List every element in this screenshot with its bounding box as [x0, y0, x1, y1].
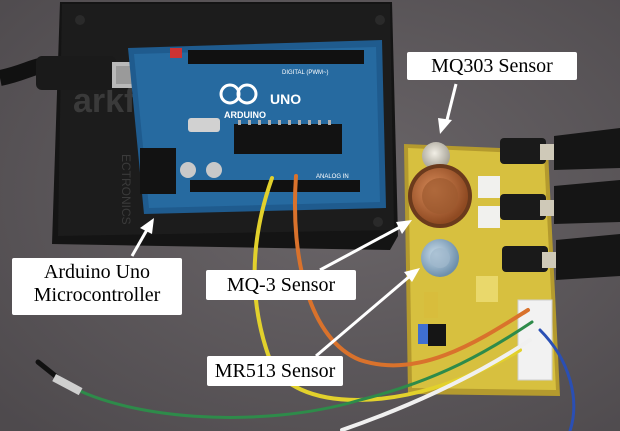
mr513-sensor-label: MR513 Sensor	[207, 356, 343, 386]
callout-arrows	[130, 83, 458, 358]
power-plugs	[554, 128, 620, 280]
mq303-sensor-label: MQ303 Sensor	[407, 52, 577, 80]
sparkfun-electronics-text: ECTRONICS	[119, 154, 133, 225]
arduino-arrow	[130, 227, 150, 257]
arduino-label-line1: Arduino Uno	[43, 261, 151, 283]
mq303-sensor	[422, 142, 450, 170]
analog-pins-label: ANALOG IN	[316, 174, 349, 180]
mq303-arrow	[444, 83, 458, 125]
arduino-uno-board: ARDUINO UNO DIGITAL (PWM~) ANALOG IN	[128, 40, 386, 214]
digital-pins-label: DIGITAL (PWM~)	[282, 70, 329, 76]
arduino-uno-label: Arduino Uno Microcontroller	[12, 258, 182, 315]
mq-3-sensor-label: MQ-3 Sensor	[206, 270, 356, 300]
arduino-logo: ARDUINO UNO	[219, 83, 301, 120]
arduino-label-line2: Microcontroller	[33, 284, 161, 306]
arduino-wordmark: ARDUINO	[224, 110, 266, 120]
mr513-arrow	[315, 274, 411, 358]
uno-wordmark: UNO	[270, 91, 301, 107]
sensor-pcb	[404, 138, 560, 396]
mq-3-arrow	[319, 224, 403, 272]
